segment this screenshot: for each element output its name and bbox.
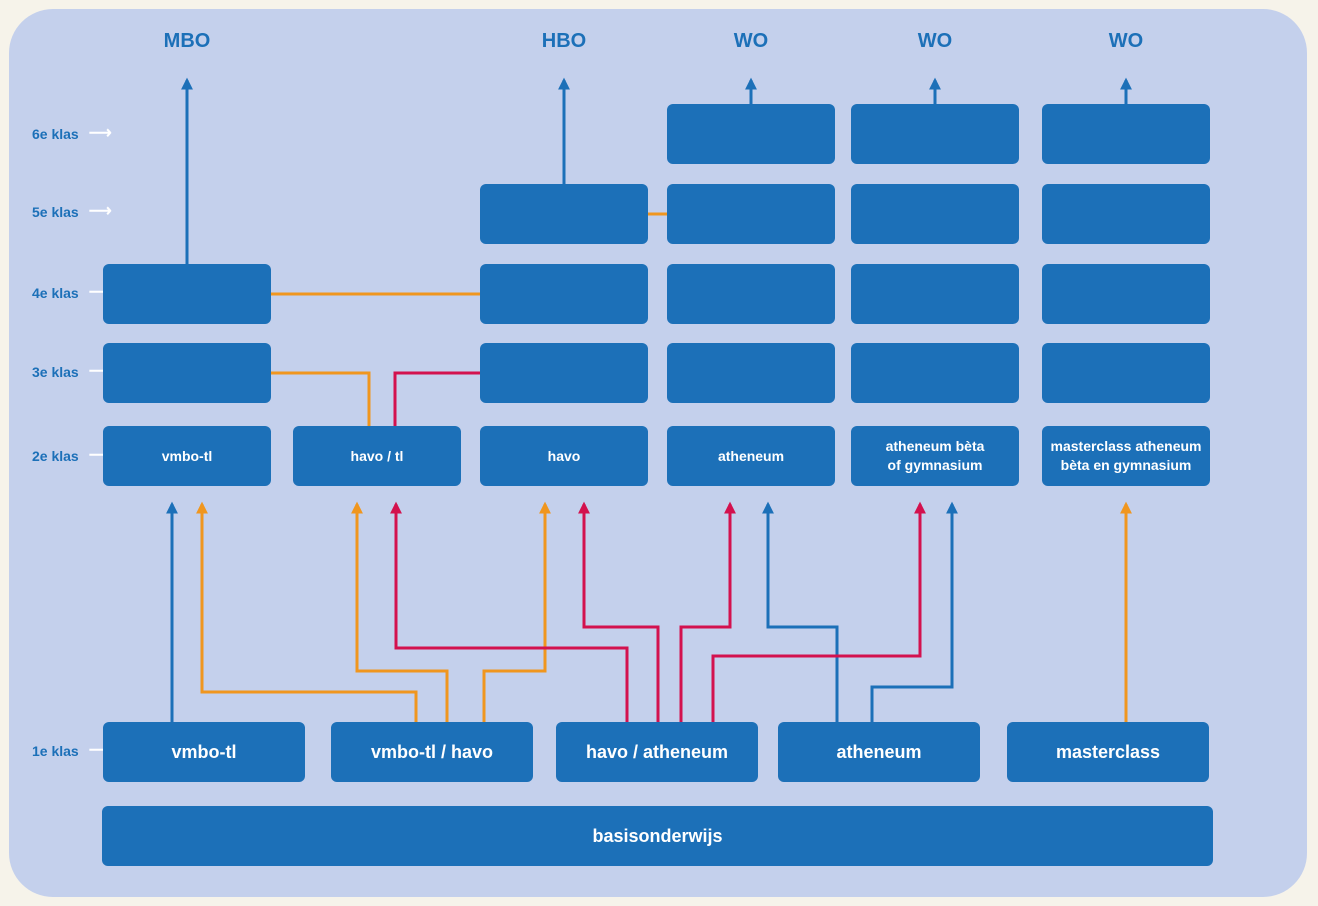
- arrow-1-atheneum-to-2-atheneum: [762, 501, 839, 722]
- year-label-text: 3e klas: [32, 364, 79, 380]
- box-havo-year4: [480, 264, 648, 324]
- year-label-5: 5e klas ⟶: [32, 202, 122, 222]
- box-label: atheneum bèta of gymnasium: [885, 438, 985, 473]
- box-atheneum-year6: [667, 104, 835, 164]
- arrow-havotl2-to-vmbo3: [243, 367, 371, 426]
- year-label-6: 6e klas ⟶: [32, 124, 122, 144]
- arrow-1-havoath-to-2-beta: [711, 501, 926, 722]
- arrow-havotl2-to-havo3: [393, 367, 509, 426]
- box-vmbo-year4: [103, 264, 271, 324]
- arrow-1-vmbohavo-to-2-havotl: [351, 501, 449, 722]
- box-beta-year6: [851, 104, 1019, 164]
- box-beta-year2: atheneum bèta of gymnasium: [851, 426, 1019, 486]
- box-basisonderwijs: basisonderwijs: [102, 806, 1213, 866]
- box-masterclass-year1: masterclass: [1007, 722, 1209, 782]
- destination-mbo: MBO: [163, 29, 211, 52]
- box-vmbo-year3: [103, 343, 271, 403]
- box-havo-year5: [480, 184, 648, 244]
- box-masterclass-year3: [1042, 343, 1210, 403]
- arrow-1-vmbohavo-to-2-havo: [482, 501, 551, 722]
- box-beta-year4: [851, 264, 1019, 324]
- box-atheneum-year5: [667, 184, 835, 244]
- arrow-1-havoath-to-2-havo: [578, 501, 660, 722]
- box-beta-year3: [851, 343, 1019, 403]
- year-label-text: 1e klas: [32, 743, 79, 759]
- box-label: atheneum: [836, 741, 922, 762]
- box-havo-year2: havo: [480, 426, 648, 486]
- destination-wo-beta: WO: [917, 29, 953, 52]
- year-label-text: 4e klas: [32, 285, 79, 301]
- arrow-1-havoath-to-2-havotl: [390, 501, 629, 722]
- box-label: havo: [547, 447, 581, 464]
- box-beta-year5: [851, 184, 1019, 244]
- arrow-1-atheneum-to-2-beta: [870, 501, 958, 722]
- box-masterclass-year2: masterclass atheneum bèta en gymnasium: [1042, 426, 1210, 486]
- year-label-text: 6e klas: [32, 126, 79, 142]
- arrow-1-vmbohavo-to-2-vmbo: [196, 501, 418, 722]
- box-havo-year3: [480, 343, 648, 403]
- white-arrow-right-icon: ⟶: [88, 203, 112, 220]
- box-atheneum-year1: atheneum: [778, 722, 980, 782]
- box-havo-tl-year2: havo / tl: [293, 426, 461, 486]
- box-label: atheneum: [717, 447, 785, 464]
- box-atheneum-year3: [667, 343, 835, 403]
- box-havo-atheneum-year1: havo / atheneum: [556, 722, 758, 782]
- box-masterclass-year5: [1042, 184, 1210, 244]
- box-masterclass-year6: [1042, 104, 1210, 164]
- box-vmbo-havo-year1: vmbo-tl / havo: [331, 722, 533, 782]
- destination-wo-atheneum: WO: [733, 29, 769, 52]
- box-label: basisonderwijs: [592, 825, 723, 846]
- box-atheneum-year4: [667, 264, 835, 324]
- destination-wo-masterclass: WO: [1108, 29, 1144, 52]
- box-label: vmbo-tl: [161, 447, 213, 464]
- arrow-1-havoath-to-2-atheneum: [679, 501, 736, 722]
- box-label: vmbo-tl / havo: [370, 741, 493, 762]
- box-atheneum-year2: atheneum: [667, 426, 835, 486]
- box-label: masterclass: [1055, 741, 1161, 762]
- box-vmbo-tl-year1: vmbo-tl: [103, 722, 305, 782]
- white-arrow-right-icon: ⟶: [88, 125, 112, 142]
- box-masterclass-year4: [1042, 264, 1210, 324]
- box-label: havo / tl: [350, 447, 404, 464]
- box-vmbo-tl-year2: vmbo-tl: [103, 426, 271, 486]
- box-label: masterclass atheneum bèta en gymnasium: [1050, 438, 1202, 473]
- destination-hbo: HBO: [541, 29, 587, 52]
- box-label: vmbo-tl: [171, 741, 237, 762]
- box-label: havo / atheneum: [585, 741, 729, 762]
- year-label-text: 2e klas: [32, 448, 79, 464]
- year-label-text: 5e klas: [32, 204, 79, 220]
